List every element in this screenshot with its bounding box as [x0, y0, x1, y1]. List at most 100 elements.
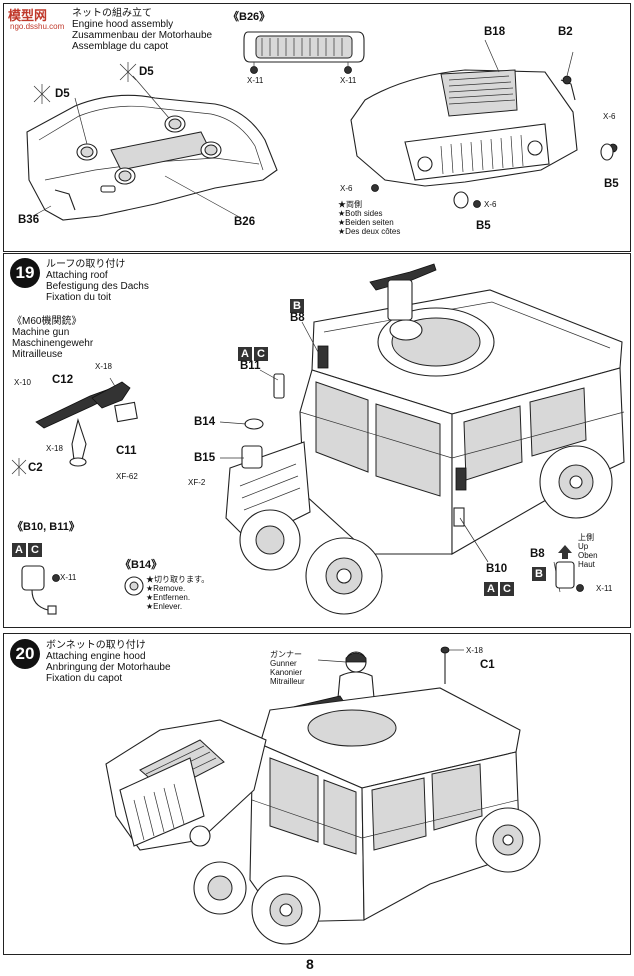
remove-de: ★Entfernen. [146, 593, 191, 602]
up-de: Oben [578, 551, 598, 560]
part-b8: B8 [290, 312, 305, 324]
screw-x11-d: X-11 [596, 584, 613, 593]
remove-en: ★Remove. [146, 584, 186, 593]
badge-c: C [254, 347, 268, 361]
part-b2: B2 [558, 26, 573, 38]
step18-title-en: Engine hood assembly [72, 19, 174, 30]
part-b10: B10 [486, 563, 508, 575]
step19-title-fr: Fixation du toit [46, 292, 112, 303]
badge-group-b-2: B [532, 564, 548, 582]
part-b5-b: B5 [476, 220, 491, 232]
step20-title-en: Attaching engine hood [46, 651, 146, 662]
hood-underside-drawing [26, 75, 278, 221]
up-label: 上側 Up Oben Haut [578, 533, 598, 569]
screw-x6-c: X-6 [484, 200, 497, 209]
part-c1: C1 [480, 659, 495, 671]
step20-title-de: Anbringung der Motorhaube [46, 662, 171, 673]
screw-x11-c: X-11 [60, 573, 77, 582]
step19-title: ルーフの取り付け Attaching roof Befestigung des … [46, 259, 149, 303]
badge-a: A [12, 543, 26, 557]
step20-title-fr: Fixation du capot [46, 673, 123, 684]
badge-b: B [532, 567, 546, 581]
part-b26: B26 [234, 216, 256, 228]
gunner-en: Gunner [270, 659, 297, 668]
screw-x18-a: X-18 [95, 362, 112, 371]
sub-b14-label: 《B14》 [120, 559, 163, 571]
badge-group-b-1: B [290, 296, 306, 314]
gunner-fr: Mitrailleur [270, 677, 305, 686]
badge-a: A [484, 582, 498, 596]
both-sides-en: ★Both sides [338, 209, 383, 218]
both-sides-note: ★両側 ★Both sides ★Beiden seiten ★Des deux… [338, 200, 400, 236]
gunner-jp: ガンナー [270, 650, 302, 659]
humvee-roof-assembly-drawing [219, 263, 625, 615]
both-sides-fr: ★Des deux côtes [338, 227, 401, 236]
part-d5-a: D5 [55, 88, 70, 100]
screw-x11-b: X-11 [340, 76, 357, 85]
screw-x18-c: X-18 [466, 646, 483, 655]
cut-marker-icon [11, 458, 27, 476]
mg-fr: Mitrailleuse [12, 349, 63, 360]
part-c11: C11 [116, 445, 137, 457]
badge-a: A [238, 347, 252, 361]
watermark-url: ngo.dsshu.com [10, 22, 65, 31]
part-c2: C2 [28, 462, 43, 474]
up-jp: 上側 [578, 533, 594, 542]
remove-fr: ★Enlever. [146, 602, 183, 611]
step19-title-jp: ルーフの取り付け [46, 259, 126, 270]
machine-gun-heading: 《M60機関銃》 Machine gun Maschinengewehr Mit… [12, 316, 93, 360]
b26-subassembly-label: 《B26》 [228, 11, 271, 23]
screw-x10: X-10 [14, 378, 31, 387]
part-b15: B15 [194, 452, 216, 464]
screw-x6-b: X-6 [340, 184, 353, 193]
screw-x6-a: X-6 [603, 112, 616, 121]
gunner-de: Kanonier [270, 668, 303, 677]
part-b8-b: B8 [530, 548, 545, 560]
gunner-label: ガンナー Gunner Kanonier Mitrailleur [270, 650, 305, 686]
step20-title-jp: ボンネットの取り付け [46, 640, 146, 651]
mg-de: Maschinengewehr [12, 338, 94, 349]
part-c12: C12 [52, 374, 74, 386]
part-d5-b: D5 [139, 66, 154, 78]
step18-title-jp: ネットの組み立て [72, 8, 152, 19]
hood-top-drawing [350, 39, 618, 209]
b10-b11-part-drawing [21, 565, 60, 615]
humvee-complete-drawing [105, 646, 541, 945]
up-fr: Haut [578, 560, 595, 569]
step20-number: 20 [10, 639, 40, 669]
badge-b: B [290, 299, 304, 313]
part-b14: B14 [194, 416, 216, 428]
screw-xf62: XF-62 [116, 472, 138, 481]
both-sides-de: ★Beiden seiten [338, 218, 394, 227]
badge-c: C [28, 543, 42, 557]
b14-part-drawing [124, 576, 144, 596]
screw-x11-a: X-11 [247, 76, 264, 85]
sub-b10-b11-label: 《B10, B11》 [12, 521, 80, 533]
step18-title-fr: Assemblage du capot [72, 41, 169, 52]
step19-title-de: Befestigung des Dachs [46, 281, 149, 292]
up-en: Up [578, 542, 589, 551]
step18-title: ネットの組み立て Engine hood assembly Zusammenba… [72, 8, 212, 52]
step18-title-de: Zusammenbau der Motorhaube [72, 30, 213, 41]
remove-note: ★切り取ります。 ★Remove. ★Entfernen. ★Enlever. [146, 575, 209, 611]
step19-number: 19 [10, 258, 40, 288]
b8-part-drawing [555, 561, 584, 592]
watermark: 模型网 [8, 5, 47, 24]
screw-x18-b: X-18 [46, 444, 63, 453]
remove-jp: ★切り取ります。 [146, 575, 210, 584]
up-arrow-icon [558, 545, 572, 559]
part-b11: B11 [240, 360, 261, 372]
machine-gun-drawing [35, 377, 138, 467]
part-b18: B18 [484, 26, 506, 38]
cut-marker-icon [33, 84, 51, 104]
b26-grille-drawing [243, 31, 365, 74]
part-b36: B36 [18, 214, 40, 226]
step20-title: ボンネットの取り付け Attaching engine hood Anbring… [46, 640, 171, 684]
part-b5-a: B5 [604, 178, 619, 190]
mg-jp: 《M60機関銃》 [12, 316, 82, 327]
step19-title-en: Attaching roof [46, 270, 108, 281]
badge-c: C [500, 582, 514, 596]
